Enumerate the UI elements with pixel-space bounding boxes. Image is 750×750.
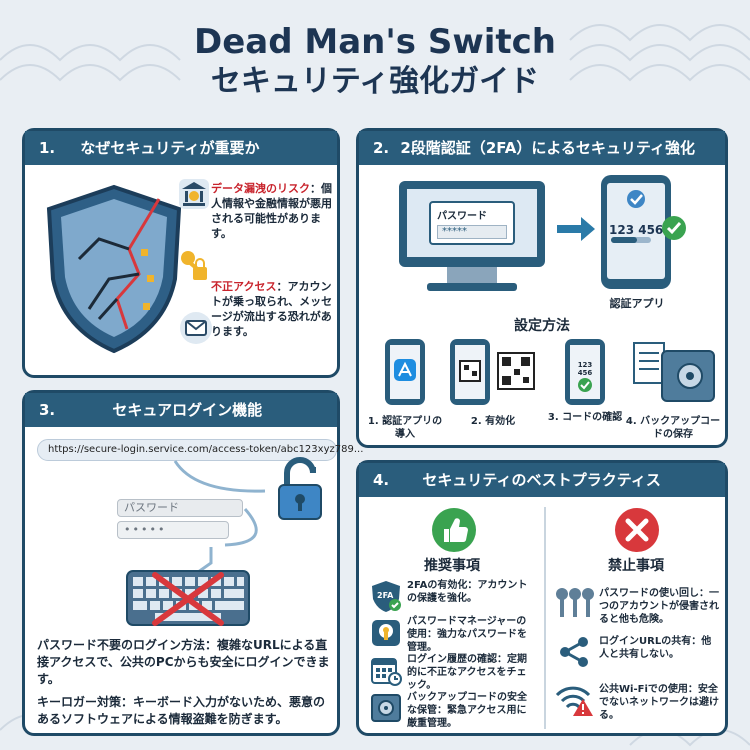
keylogger-protection-text: キーロガー対策：キーボード入力がないため、悪意のあるソフトウェアによる情報盗難を…	[37, 695, 326, 726]
section-2-header: 2. 2段階認証（2FA）によるセキュリティ強化	[359, 131, 725, 165]
2fa-shield-icon: 2FA	[369, 579, 403, 613]
recommended-item-2fa-text: 2FAの有効化：アカウントの保護を強化。	[407, 580, 528, 604]
phone-auth-code: 123 456	[609, 223, 664, 237]
app-store-phone-icon	[385, 339, 425, 405]
setup-step-2: 2. 有効化	[443, 337, 543, 428]
prohibited-title: 禁止事項	[608, 558, 664, 574]
section-3-title: セキュアログイン機能	[112, 401, 263, 419]
recommended-item-login-history-text: ログイン履歴の確認：定期的に不正なアクセスをチェック。	[407, 654, 527, 691]
secure-login-description: パスワード不要のログイン方法：複雑なURLによる直接アクセスで、公共のPCからも…	[37, 637, 333, 734]
password-input-disabled: パスワード	[117, 499, 243, 517]
recommended-item-login-history: ログイン履歴の確認：定期的に不正なアクセスをチェック。	[369, 653, 541, 691]
safe-icon	[371, 694, 401, 722]
2fa-badge-text: 2FA	[377, 591, 394, 600]
arrow-right-icon	[557, 217, 595, 241]
risk-data-leak-text: ：個人情報や金融情報が悪用される可能性があります。	[211, 182, 332, 240]
prohibited-item-public-wifi-text: 公共Wi-Fiでの使用：安全でないネットワークは避ける。	[599, 684, 719, 721]
section-1-number: 1.	[39, 139, 56, 157]
setup-step-1-label: 1. 認証アプリの導入	[367, 416, 443, 440]
prohibited-item-url-share-text: ログインURLの共有：他人と共有しない。	[599, 636, 712, 660]
page-title: Dead Man's Switch セキュリティ強化ガイド	[0, 22, 750, 102]
cross-circle-icon	[615, 508, 659, 552]
section-3-number: 3.	[39, 401, 56, 419]
password-dots-field: •••••	[117, 521, 229, 539]
monitor-password-form: パスワード *****	[429, 201, 515, 245]
section-secure-login: 3. セキュアログイン機能 https://secure-login.servi…	[22, 390, 363, 736]
setup-step-1: 1. 認証アプリの導入	[363, 337, 447, 441]
check-circle-icon	[662, 216, 686, 240]
setup-step-3: 123 456 3. コードの確認	[543, 337, 627, 424]
bank-icon	[179, 179, 209, 209]
setup-step-3-code: 123 456	[577, 361, 593, 377]
setup-step-3-label: 3. コードの確認	[547, 412, 623, 423]
column-divider	[544, 507, 546, 729]
title-line-1: Dead Man's Switch	[193, 22, 557, 62]
recommended-item-backup-codes: バックアップコードの安全な保管：緊急アクセス用に厳重管理。	[369, 691, 541, 729]
recommended-title: 推奨事項	[424, 558, 480, 574]
password-manager-icon	[372, 620, 400, 646]
wifi-warning-icon	[555, 686, 593, 716]
setup-method-title: 設定方法	[514, 318, 570, 334]
prohibited-item-password-reuse-text: パスワードの使い回し：一つのアカウントが侵害されると他も危険。	[599, 588, 719, 625]
section-1-header: 1. なぜセキュリティが重要か	[25, 131, 337, 165]
section-3-header: 3. セキュアログイン機能	[25, 393, 337, 427]
monitor-password-label: パスワード	[437, 211, 487, 222]
recommended-item-backup-codes-text: バックアップコードの安全な保管：緊急アクセス用に厳重管理。	[407, 692, 527, 729]
section-2-title: 2段階認証（2FA）によるセキュリティ強化	[400, 139, 696, 157]
passwordless-login-text: パスワード不要のログイン方法：複雑なURLによる直接アクセスで、公共のPCからも…	[37, 638, 330, 686]
section-4-title: セキュリティのベストプラクティス	[422, 471, 661, 489]
recommended-item-password-manager: パスワードマネージャーの使用：強力なパスワードを管理。	[369, 615, 541, 653]
keyboard-crossed-icon	[126, 570, 250, 626]
section-1-title: なぜセキュリティが重要か	[80, 139, 260, 157]
thumbs-up-icon	[432, 508, 476, 552]
code-check-phone: 123 456	[563, 337, 607, 407]
recommended-item-2fa: 2FA 2FAの有効化：アカウントの保護を強化。	[369, 579, 541, 615]
backup-safe-icon	[633, 342, 715, 402]
risk-data-leak: データ漏洩のリスク：個人情報や金融情報が悪用される可能性があります。	[211, 181, 335, 241]
setup-step-2-label: 2. 有効化	[470, 416, 516, 427]
section-best-practices: 4. セキュリティのベストプラクティス 推奨事項 禁止事項 2FA 2FAの有効…	[356, 460, 728, 736]
key-lock-icon	[181, 251, 207, 280]
monitor-password-dots: *****	[437, 225, 507, 239]
qr-code-icon	[450, 339, 535, 405]
cracked-shield-icon	[46, 184, 182, 354]
section-4-number: 4.	[373, 471, 390, 489]
prohibited-item-url-share: ログインURLの共有：他人と共有しない。	[555, 635, 727, 675]
mail-icon	[180, 312, 212, 344]
risk-unauthorized-access-title: 不正アクセス	[211, 280, 277, 293]
recommended-item-password-manager-text: パスワードマネージャーの使用：強力なパスワードを管理。	[407, 616, 527, 653]
prohibited-item-password-reuse: パスワードの使い回し：一つのアカウントが侵害されると他も危険。	[555, 587, 727, 627]
prohibited-item-public-wifi: 公共Wi-Fiでの使用：安全でないネットワークは避ける。	[555, 683, 727, 723]
risk-data-leak-title: データ漏洩のリスク	[211, 182, 310, 195]
title-line-2: セキュリティ強化ガイド	[210, 64, 540, 99]
secure-url-bar: https://secure-login.service.com/access-…	[37, 439, 363, 461]
setup-step-4-label: 4. バックアップコードの保存	[625, 416, 721, 440]
section-why-security: 1. なぜセキュリティが重要か データ漏洩のリスク：個人情報や金融情報が悪用され…	[22, 128, 340, 378]
unlocked-padlock-icon	[278, 457, 322, 520]
section-2fa: 2. 2段階認証（2FA）によるセキュリティ強化 パスワード ***** 123…	[356, 128, 728, 448]
risk-unauthorized-access-text: ：アカウントが乗っ取られ、メッセージが流出する恐れがあります。	[211, 280, 333, 338]
section-2-number: 2.	[373, 139, 390, 157]
code-phone-icon	[565, 339, 605, 405]
setup-step-4: 4. バックアップコードの保存	[623, 337, 723, 441]
share-icon	[560, 637, 588, 667]
calendar-icon	[371, 658, 402, 686]
phone-icon	[601, 175, 671, 289]
keys-icon	[556, 588, 594, 617]
risk-unauthorized-access: 不正アクセス：アカウントが乗っ取られ、メッセージが流出する恐れがあります。	[211, 279, 335, 339]
phone-app-label: 認証アプリ	[609, 297, 665, 310]
section-4-header: 4. セキュリティのベストプラクティス	[359, 463, 725, 497]
